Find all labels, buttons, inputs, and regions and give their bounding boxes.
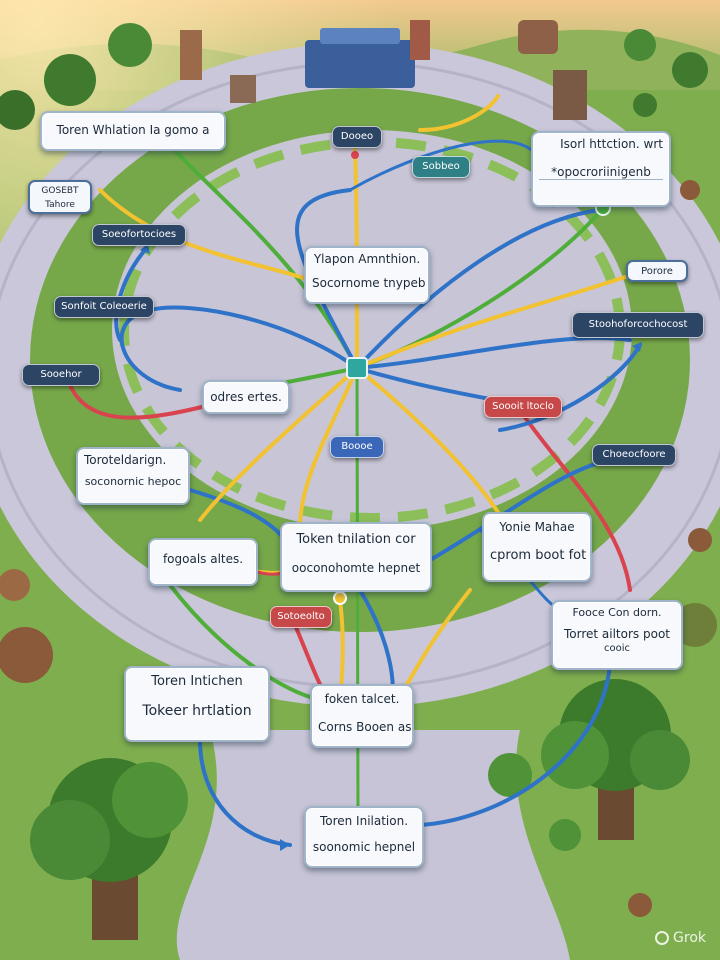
wire-red-left: [68, 383, 212, 420]
node-sublabel: soconornic hepoc: [84, 475, 182, 488]
central-hub-node: [346, 357, 368, 379]
wire-blue-right-up: [498, 343, 642, 432]
grok-logo-icon: [655, 931, 670, 945]
node-center-top: Ylapon Amnthion. Socornome tnypeb: [304, 246, 430, 304]
arrow-head-left: [140, 244, 150, 254]
wire-blue-right: [355, 336, 632, 370]
node-center: Token tnilation cor ooconohomte hepnet: [280, 522, 432, 592]
wire-yellow-topleft-center: [98, 188, 312, 282]
node-sublabel: *opocroriinigenb: [539, 165, 663, 180]
pill-right-a: Porore: [626, 260, 688, 282]
node-sublabel: cprom boot fot: [490, 548, 587, 563]
node-sublabel: Torret ailtors poot: [563, 627, 670, 641]
node-sublabel: Corns Booen as: [318, 720, 412, 734]
node-top-left: Toren Whlation Ia gomo a: [40, 111, 226, 151]
tower-left: [180, 30, 202, 80]
node-left-small: fogoals altes.: [148, 538, 258, 586]
tree-far-left: [0, 23, 152, 130]
node-bottom-center: foken talcet. Corns Booen as: [310, 684, 414, 748]
hut-left: [230, 75, 256, 103]
pill-left-a: Soeofortocioes: [92, 224, 186, 246]
wire-yellow-hub-center: [298, 366, 359, 530]
pill-right-c: Choeocfoore: [592, 444, 676, 466]
node-label: Toren Intichen: [151, 674, 243, 689]
wire-yellow-left-card: [198, 366, 359, 522]
pill-red-right: Soooit ltoclo: [484, 396, 562, 418]
well-right: [553, 70, 587, 120]
junction-dot-top: [351, 151, 359, 159]
tower-mid: [410, 20, 430, 60]
wire-red-right: [518, 408, 632, 592]
node-label: Fooce Con dorn.: [572, 606, 662, 619]
watermark-text: Grok: [673, 930, 706, 946]
node-label: Token tnilation cor: [296, 532, 416, 547]
temple-roof: [320, 28, 400, 44]
node-sublabel: ooconohomte hepnet: [291, 561, 421, 575]
wire-yellow-hub-right: [355, 366, 502, 517]
temple-building: [305, 40, 415, 88]
node-right-card: Yonie Mahae cprom boot fot: [482, 512, 592, 582]
wire-green-bottom-left: [168, 583, 322, 702]
junction-dot-center: [333, 591, 347, 605]
wire-blue-right-mid: [428, 458, 612, 562]
node-sublabel: Socornome tnypeb: [312, 276, 426, 290]
bushes: [0, 180, 717, 917]
node-label: Toroteldarign.: [84, 453, 167, 467]
pill-left-c: Sooehor: [22, 364, 100, 386]
arrow-head-bottom: [280, 839, 290, 851]
node-right-lower: Fooce Con dorn. Torret ailtors poot cooi…: [551, 600, 683, 670]
node-label: Isorl httction. wrt: [560, 137, 663, 151]
pill-mid-small: Boooe: [330, 436, 384, 458]
wire-blue-topright: [355, 208, 602, 370]
wire-blue-hub-top: [295, 188, 359, 370]
watermark: Grok: [655, 930, 706, 946]
pill-right-b: Stoohoforcochocost: [572, 312, 704, 338]
node-label: odres ertes.: [210, 390, 282, 404]
node-label: foken talcet.: [324, 692, 400, 706]
node-bottom: Toren Inilation. soonomic hepnel: [304, 806, 424, 868]
node-label: fogoals altes.: [162, 552, 244, 566]
arrow-head-right: [632, 342, 642, 352]
wire-blue-bottom-left: [198, 738, 292, 847]
wire-yellow-hub-top: [353, 148, 359, 370]
node-label: Ylapon Amnthion.: [313, 252, 421, 266]
wire-blue-top-arc: [348, 139, 542, 192]
node-sublabel: soonomic hepnel: [312, 840, 416, 854]
node-top-right: Isorl httction. wrt *opocroriinigenb: [531, 131, 671, 207]
wire-yellow-top-dot: [418, 94, 500, 132]
pill-top-b: Sobbeo: [412, 156, 470, 178]
pill-left-b: Sonfoit Coleoerie: [54, 296, 154, 318]
node-label: Yonie Mahae: [499, 520, 575, 534]
pill-top-a: Dooeo: [332, 126, 382, 148]
node-caption: cooic: [603, 643, 630, 654]
tree-far-right: [624, 29, 708, 117]
wire-blue-bottom-right: [418, 663, 612, 827]
node-left-mid: odres ertes.: [202, 380, 290, 414]
node-sublabel: Tokeer hrtlation: [142, 703, 252, 719]
node-label: Toren Whlation Ia gomo a: [56, 123, 210, 137]
node-left-card: Toroteldarign. soconornic hepoc: [76, 447, 190, 505]
pill-red-bottom: Sotoeolto: [270, 606, 332, 628]
node-label: Toren Inilation.: [319, 814, 409, 828]
node-bottom-left: Toren Intichen Tokeer hrtlation: [124, 666, 270, 742]
tree-bottom-right: [541, 679, 690, 840]
hut-right: [518, 20, 558, 54]
wire-yellow-right: [355, 270, 642, 370]
tree-bottom-left: [30, 758, 188, 940]
pill-top-left-label: GOSEBT Tahore: [28, 180, 92, 214]
wire-blue-left-card: [188, 488, 287, 542]
